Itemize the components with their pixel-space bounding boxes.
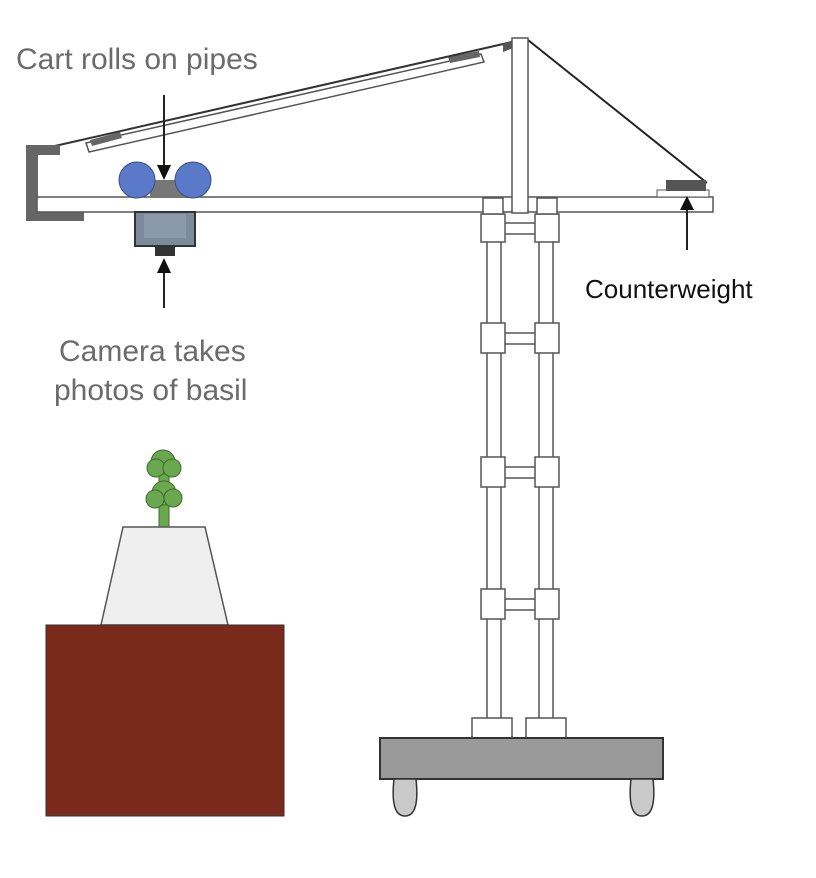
caster-right	[629, 778, 655, 817]
camera-label-line2: photos of basil	[54, 374, 247, 407]
rolling-base	[379, 737, 664, 780]
tower-foot-left	[471, 717, 513, 739]
camera-screen	[144, 214, 186, 238]
guy-wire	[45, 41, 513, 149]
mast-pipe	[511, 37, 529, 214]
cart-wheel-right	[174, 161, 212, 199]
camera-label-line1: Camera takes	[59, 335, 246, 368]
plant-pot	[100, 526, 229, 626]
counterweight	[656, 180, 710, 198]
camera-arrow	[157, 258, 171, 308]
top-bracket	[503, 40, 513, 52]
table	[45, 624, 285, 817]
left-end-bracket	[26, 145, 84, 221]
cart-label: Cart rolls on pipes	[16, 43, 258, 76]
tower-foot-right	[525, 717, 567, 739]
counterweight-label: Counterweight	[585, 274, 753, 304]
counterweight-arrow	[680, 196, 694, 250]
cross-brace-3	[480, 456, 560, 488]
guy-wire-right	[527, 39, 708, 184]
camera-lens	[155, 246, 175, 256]
cart-arrow	[157, 95, 171, 180]
cart	[118, 161, 212, 256]
cross-brace-1	[480, 197, 560, 243]
sloped-top-pipe	[85, 51, 486, 153]
caster-left	[392, 778, 418, 817]
tower	[471, 197, 567, 739]
cart-wheel-left	[118, 161, 156, 199]
basil-plant	[145, 449, 183, 531]
boom-pipe	[36, 196, 714, 213]
cross-brace-4	[480, 588, 560, 620]
cross-brace-2	[480, 322, 560, 354]
